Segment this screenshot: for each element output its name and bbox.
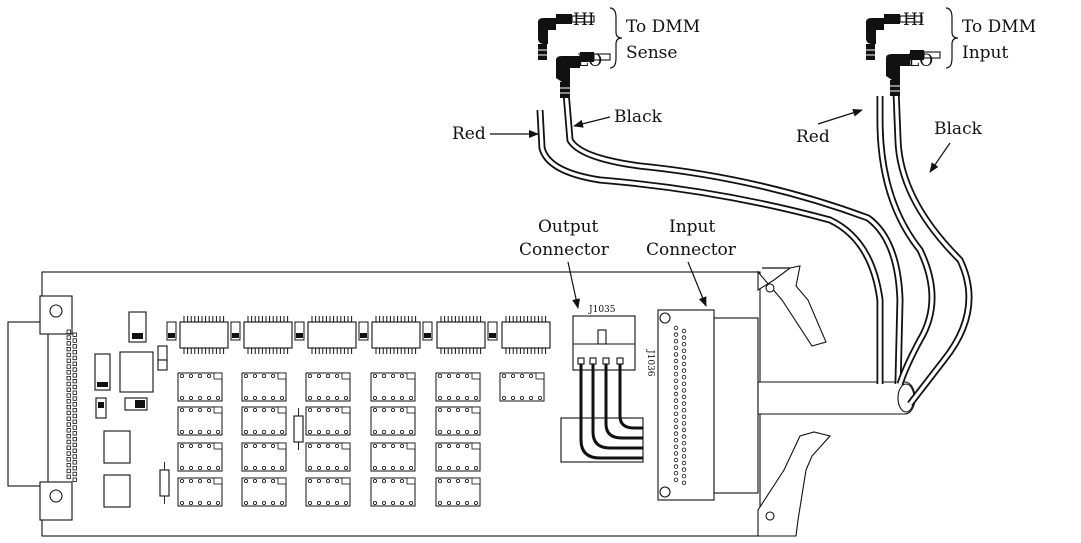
relay	[241, 406, 287, 436]
sense-lo-label: LO	[577, 51, 602, 71]
ejector-lever-top	[757, 265, 827, 347]
relay	[305, 372, 351, 402]
left-components	[94, 311, 304, 508]
relay	[370, 477, 416, 507]
output-connector-arrow	[567, 261, 580, 309]
input-name-label: Input	[962, 43, 1008, 63]
relay	[435, 372, 481, 402]
ic-chip	[436, 316, 498, 354]
relay	[241, 477, 287, 507]
ejector-lever-bottom	[757, 431, 832, 537]
relay	[241, 372, 287, 402]
sense-name-label: Sense	[626, 43, 677, 63]
input-connector-j1036	[657, 309, 759, 501]
input-wires	[876, 89, 973, 407]
input-lo-probe	[886, 50, 941, 96]
cable-bundle	[757, 381, 916, 415]
sense-lo-probe	[556, 52, 611, 98]
relay	[177, 372, 223, 402]
ic-chip-row	[166, 316, 551, 354]
black-wire-arrow-left	[573, 116, 611, 128]
j1035-label: J1035	[588, 305, 616, 315]
input-connector-arrow	[687, 261, 707, 307]
relay	[435, 442, 481, 472]
input-connector-label-line1: Input	[669, 217, 715, 237]
relay	[499, 372, 545, 402]
relay	[370, 372, 416, 402]
ic-chip	[307, 316, 369, 354]
output-connector-label-line1: Output	[538, 217, 599, 237]
input-lo-label: LO	[908, 51, 933, 71]
black-wire-arrow-right	[929, 142, 951, 173]
sense-hi-label: HI	[573, 10, 595, 30]
input-to-dmm-label: To DMM	[962, 17, 1036, 37]
black-wire-label-right: Black	[934, 119, 983, 139]
relay	[435, 477, 481, 507]
relay	[305, 477, 351, 507]
ic-chip	[501, 316, 551, 354]
input-hi-label: HI	[903, 10, 925, 30]
edge-connector-left	[7, 295, 77, 521]
black-wire-label-left: Black	[614, 107, 663, 127]
ic-chip	[179, 316, 241, 354]
sense-to-dmm-label: To DMM	[626, 17, 700, 37]
relay	[435, 406, 481, 436]
relay	[177, 442, 223, 472]
sense-wires	[536, 91, 904, 385]
sense-brace	[609, 7, 623, 69]
relay	[177, 406, 223, 436]
relay	[305, 442, 351, 472]
output-connector-j1035	[560, 315, 644, 463]
relay	[370, 442, 416, 472]
sense-hi-probe	[538, 14, 595, 60]
red-wire-label-left: Red	[452, 124, 486, 144]
output-connector-label-line2: Connector	[519, 240, 610, 260]
relay-grid	[177, 372, 545, 507]
input-brace	[945, 7, 959, 69]
input-connector-label-line2: Connector	[646, 240, 737, 260]
red-wire-label-right: Red	[796, 127, 830, 147]
red-wire-arrow-right	[817, 108, 863, 125]
ic-chip	[371, 316, 433, 354]
relay	[305, 406, 351, 436]
j1036-label: J1036	[645, 349, 655, 377]
ic-chip	[243, 316, 305, 354]
relay	[370, 406, 416, 436]
input-hi-probe	[866, 14, 923, 60]
relay	[241, 442, 287, 472]
relay	[177, 477, 223, 507]
